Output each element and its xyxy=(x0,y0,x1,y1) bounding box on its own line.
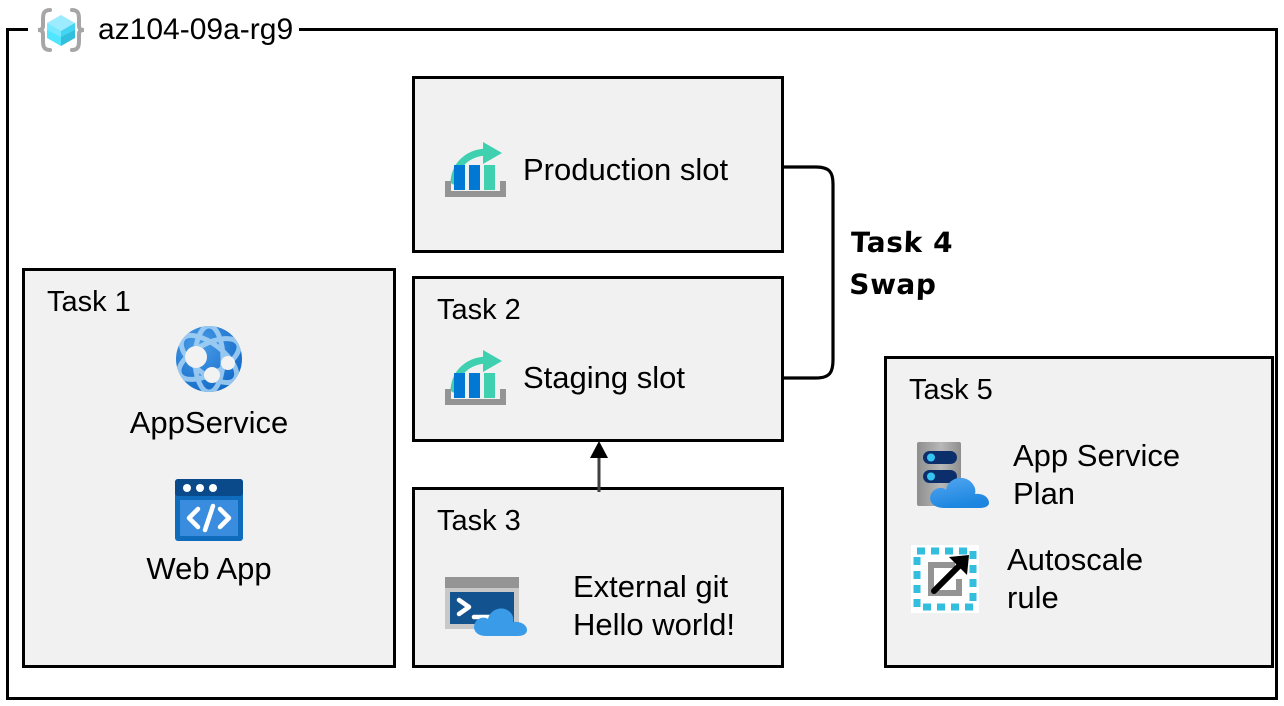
task2-box: Task 2 Staging slot xyxy=(412,276,784,442)
task3-box: Task 3 External git Hello world! xyxy=(412,487,784,668)
resource-group-title: az104-09a-rg9 xyxy=(28,8,300,52)
app-service-plan-server-cloud-icon xyxy=(911,438,989,512)
app-service-item: AppService xyxy=(25,319,393,443)
task5-box: Task 5 xyxy=(884,356,1274,668)
task3-label: Task 3 xyxy=(437,505,521,537)
autoscale-rule-row: Autoscale rule xyxy=(911,541,1143,617)
app-service-label: AppService xyxy=(129,405,289,440)
task2-label: Task 2 xyxy=(437,294,521,326)
resource-group-title-text: az104-09a-rg9 xyxy=(98,13,294,46)
task3-to-task2-arrow xyxy=(586,440,612,492)
external-git-row: External git Hello world! xyxy=(443,568,735,644)
production-slot-row: Production slot xyxy=(445,141,728,199)
resource-group-cube-icon xyxy=(34,6,88,54)
deployment-slot-icon xyxy=(445,349,507,407)
cloud-shell-terminal-icon xyxy=(443,574,539,638)
web-app-item: Web App xyxy=(25,477,393,589)
resource-group-frame xyxy=(6,28,1278,700)
external-git-label: External git Hello world! xyxy=(573,569,735,642)
autoscale-rule-icon xyxy=(911,545,979,613)
task1-box: Task 1 xyxy=(22,268,396,668)
production-slot-label: Production slot xyxy=(523,152,729,187)
web-app-label: Web App xyxy=(146,551,272,586)
app-service-plan-label: App Service Plan xyxy=(1013,438,1181,511)
autoscale-rule-label: Autoscale rule xyxy=(1007,542,1144,615)
task5-label: Task 5 xyxy=(909,374,993,406)
staging-slot-label: Staging slot xyxy=(523,360,685,395)
staging-slot-row: Staging slot xyxy=(445,349,685,407)
app-service-globe-icon xyxy=(169,319,249,399)
production-slot-box: Production slot xyxy=(412,76,784,253)
web-app-browser-code-icon xyxy=(169,477,249,545)
swap-label: Task 4 Swap xyxy=(848,226,954,301)
app-service-plan-row: App Service Plan xyxy=(911,437,1180,513)
deployment-slot-icon xyxy=(445,141,507,199)
task1-label: Task 1 xyxy=(47,286,131,318)
